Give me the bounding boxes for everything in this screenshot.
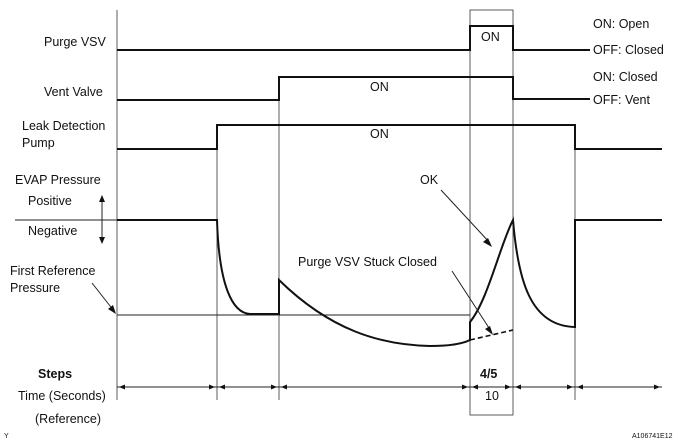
positive-label: Positive bbox=[28, 194, 72, 208]
purge-off-closed-label: OFF: Closed bbox=[593, 43, 664, 57]
timeline-arrow-3a bbox=[281, 384, 287, 390]
leak-pump-on-box-label: ON bbox=[370, 127, 389, 141]
vent-valve-label: Vent Valve bbox=[44, 85, 103, 99]
timeline-arrow-2a bbox=[219, 384, 225, 390]
timeline-arrow-5b bbox=[567, 384, 573, 390]
ok-pointer-head bbox=[483, 238, 492, 247]
time-10-value: 10 bbox=[485, 389, 499, 403]
corner-y-mark: Y bbox=[4, 433, 9, 440]
evap-pressure-label: EVAP Pressure bbox=[15, 173, 101, 187]
stuck-closed-label: Purge VSV Stuck Closed bbox=[298, 255, 437, 269]
vent-off-vent-label: OFF: Vent bbox=[593, 93, 650, 107]
purge-vsv-on-box-label: ON bbox=[481, 30, 500, 44]
purge-vsv-waveform bbox=[117, 25, 590, 51]
step-4-5-value: 4/5 bbox=[480, 367, 497, 381]
pressure-arrow-down-head bbox=[99, 237, 105, 244]
pressure-arrow-up-head bbox=[99, 195, 105, 202]
ok-label: OK bbox=[420, 173, 439, 187]
evap-pressure-curve bbox=[117, 216, 662, 348]
stuck-closed-pointer bbox=[451, 270, 492, 332]
figure-id: A106741E12 bbox=[632, 433, 673, 440]
purge-on-open-label: ON: Open bbox=[593, 17, 649, 31]
leak-pump-waveform bbox=[117, 124, 662, 150]
timeline-arrow-2b bbox=[271, 384, 277, 390]
timeline-arrow-6a bbox=[577, 384, 583, 390]
time-seconds-label: Time (Seconds) bbox=[18, 389, 106, 403]
negative-label: Negative bbox=[28, 224, 77, 238]
timeline-arrow-1a bbox=[119, 384, 125, 390]
timeline-arrow-4b bbox=[505, 384, 511, 390]
timeline-arrow-1b bbox=[209, 384, 215, 390]
purge-vsv-label: Purge VSV bbox=[44, 35, 107, 49]
timeline-arrow-3b bbox=[462, 384, 468, 390]
vent-valve-on-box-label: ON bbox=[370, 80, 389, 94]
first-reference-pointer-head bbox=[108, 305, 116, 314]
first-reference-pointer bbox=[91, 282, 115, 312]
first-reference-label-line2: Pressure bbox=[10, 281, 60, 295]
timeline-arrow-4a bbox=[472, 384, 478, 390]
step-4-5-window bbox=[469, 9, 514, 416]
stuck-closed-pointer-head bbox=[485, 326, 493, 335]
vent-valve-waveform bbox=[117, 76, 590, 101]
reference-label: (Reference) bbox=[35, 412, 101, 426]
vent-on-closed-label: ON: Closed bbox=[593, 70, 658, 84]
ok-pointer bbox=[440, 189, 491, 244]
first-reference-label-line1: First Reference bbox=[10, 264, 95, 278]
steps-label: Steps bbox=[38, 367, 72, 381]
leak-pump-label-line2: Pump bbox=[22, 136, 55, 150]
leak-pump-label-line1: Leak Detection bbox=[22, 119, 105, 133]
stuck-closed-dashed-trace bbox=[469, 329, 514, 341]
timeline-arrow-5a bbox=[515, 384, 521, 390]
timeline-arrow-6b bbox=[654, 384, 660, 390]
